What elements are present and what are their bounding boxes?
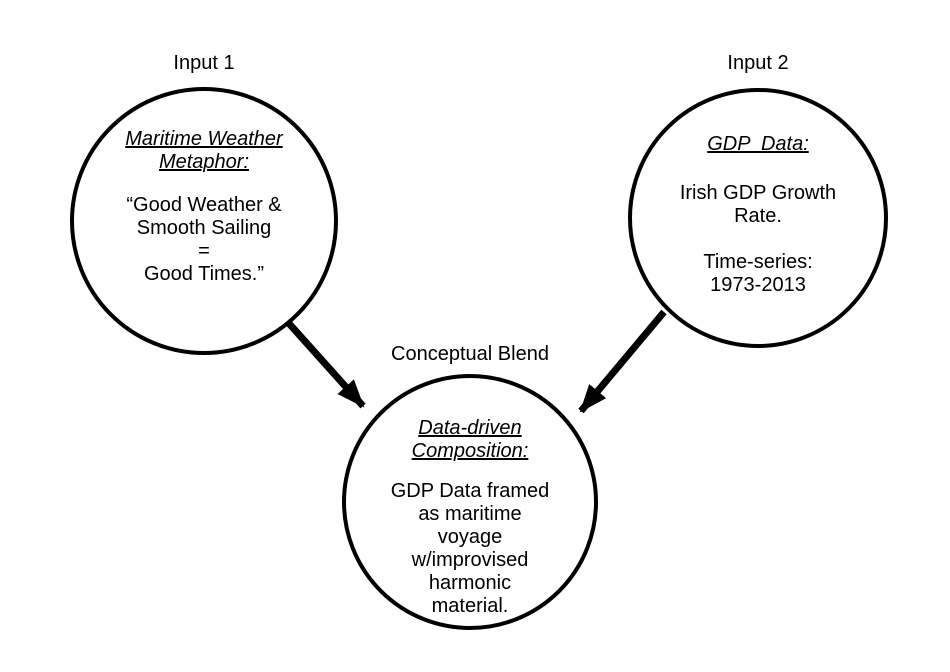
blend-text: Data-driven Composition: GDP Data framed… xyxy=(346,417,594,618)
input1-text: Maritime Weather Metaphor: “Good Weather… xyxy=(74,128,334,286)
blend-label: Conceptual Blend xyxy=(391,343,549,365)
input2-label: Input 2 xyxy=(727,52,789,74)
input2-text: GDP Data: Irish GDP Growth Rate. Time-se… xyxy=(632,133,884,297)
input1-heading: Maritime Weather Metaphor: xyxy=(125,128,283,173)
blend-body: GDP Data framed as maritime voyage w/imp… xyxy=(390,480,550,617)
input1-body: “Good Weather & Smooth Sailing = Good Ti… xyxy=(126,194,282,285)
input1-circle: Maritime Weather Metaphor: “Good Weather… xyxy=(70,87,338,355)
input2-heading: GDP Data: xyxy=(707,133,809,155)
input2-body: Irish GDP Growth Rate. Time-series: 1973… xyxy=(679,182,837,296)
input1-label: Input 1 xyxy=(173,52,235,74)
blend-heading: Data-driven Composition: xyxy=(411,417,529,462)
arrow-input2-to-blend-icon xyxy=(578,309,667,414)
blend-circle: Data-driven Composition: GDP Data framed… xyxy=(342,374,598,630)
input2-circle: GDP Data: Irish GDP Growth Rate. Time-se… xyxy=(628,88,888,348)
arrow-input1-to-blend-icon xyxy=(282,316,366,409)
